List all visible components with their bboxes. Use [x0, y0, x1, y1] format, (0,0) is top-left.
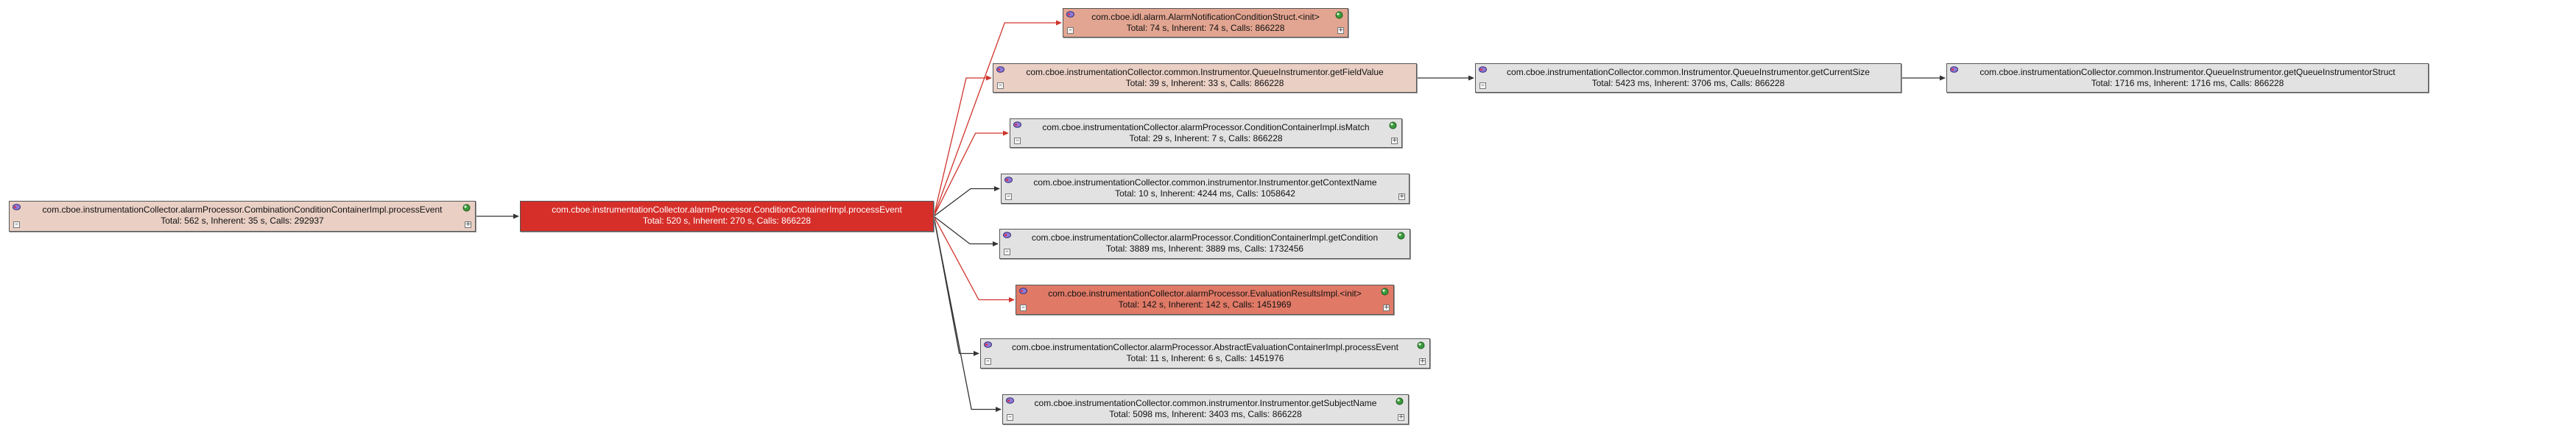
- call-node-combination-process-event[interactable]: com.cboe.instrumentationCollector.alarmP…: [9, 201, 476, 232]
- collapse-icon[interactable]: –: [1020, 305, 1027, 311]
- call-node-get-queue-instrumentor-struct[interactable]: com.cboe.instrumentationCollector.common…: [1946, 63, 2429, 93]
- call-node-get-current-size[interactable]: com.cboe.instrumentationCollector.common…: [1475, 63, 1901, 93]
- call-node-is-match[interactable]: com.cboe.instrumentationCollector.alarmP…: [1010, 118, 1402, 148]
- method-icon: [1013, 121, 1021, 128]
- method-icon: [984, 341, 992, 348]
- node-method-name: com.cboe.instrumentationCollector.alarmP…: [1048, 288, 1362, 299]
- node-method-name: com.cboe.idl.alarm.AlarmNotificationCond…: [1091, 12, 1320, 22]
- node-method-name: com.cboe.instrumentationCollector.common…: [1026, 67, 1384, 77]
- arrowhead: [1009, 297, 1015, 302]
- call-edge-n4-n5: [1901, 75, 1946, 81]
- call-node-abstract-evaluation-process-event[interactable]: com.cboe.instrumentationCollector.alarmP…: [980, 338, 1430, 369]
- method-icon: [1019, 288, 1027, 294]
- node-stats: Total: 562 s, Inherent: 35 s, Calls: 292…: [161, 216, 324, 226]
- collapse-icon[interactable]: –: [1014, 138, 1021, 144]
- node-stats: Total: 29 s, Inherent: 7 s, Calls: 86622…: [1129, 133, 1283, 143]
- node-method-name: com.cboe.instrumentationCollector.common…: [1034, 398, 1377, 408]
- expand-icon[interactable]: [1389, 121, 1397, 129]
- call-node-alarm-notification-init[interactable]: com.cboe.idl.alarm.AlarmNotificationCond…: [1063, 8, 1348, 38]
- call-node-condition-container-process-event[interactable]: com.cboe.instrumentationCollector.alarmP…: [520, 201, 934, 232]
- node-stats: Total: 3889 ms, Inherent: 3889 ms, Calls…: [1105, 243, 1304, 254]
- collapse-icon[interactable]: –: [1479, 82, 1486, 89]
- arrowhead: [996, 407, 1002, 412]
- call-node-get-condition[interactable]: com.cboe.instrumentationCollector.alarmP…: [999, 229, 1410, 259]
- collapse-icon[interactable]: –: [13, 221, 20, 228]
- expand-icon[interactable]: [1381, 288, 1389, 296]
- node-stats: Total: 11 s, Inherent: 6 s, Calls: 14519…: [1126, 353, 1284, 363]
- expand-icon[interactable]: [1417, 341, 1425, 349]
- node-method-name: com.cboe.instrumentationCollector.alarmP…: [1012, 342, 1398, 352]
- call-edge-n1-n2: [933, 20, 1062, 217]
- method-icon: [1004, 177, 1013, 183]
- call-node-get-context-name[interactable]: com.cboe.instrumentationCollector.common…: [1001, 174, 1410, 204]
- node-method-name: com.cboe.instrumentationCollector.alarmP…: [1031, 232, 1379, 243]
- node-stats: Total: 5098 ms, Inherent: 3403 ms, Calls…: [1109, 409, 1302, 419]
- arrowhead: [986, 75, 992, 81]
- method-icon: [13, 204, 21, 210]
- method-icon: [1066, 11, 1074, 18]
- call-edge-n3-n4: [1417, 75, 1474, 81]
- node-method-name: com.cboe.instrumentationCollector.alarmP…: [42, 204, 443, 215]
- node-stats: Total: 1716 ms, Inherent: 1716 ms, Calls…: [2091, 78, 2284, 88]
- arrowhead: [1056, 20, 1062, 26]
- node-stats: Total: 520 s, Inherent: 270 s, Calls: 86…: [642, 216, 812, 226]
- call-edge-n1-n9: [933, 216, 1015, 302]
- collapse-icon[interactable]: –: [1067, 27, 1074, 34]
- expand-icon[interactable]: +: [1398, 413, 1404, 421]
- node-stats: Total: 5423 ms, Inherent: 3706 ms, Calls…: [1591, 78, 1785, 88]
- node-method-name: com.cboe.instrumentationCollector.common…: [1979, 67, 2396, 77]
- expand-icon[interactable]: [462, 204, 471, 212]
- call-edge-n1-n11: [933, 216, 1002, 412]
- call-edge-n1-n6: [933, 130, 1009, 217]
- arrowhead: [994, 186, 1000, 191]
- node-stats: Total: 10 s, Inherent: 4244 ms, Calls: 1…: [1115, 188, 1295, 199]
- collapse-icon[interactable]: –: [1005, 193, 1012, 200]
- method-icon: [1003, 232, 1011, 238]
- method-icon: [1479, 66, 1487, 73]
- arrowhead: [1468, 75, 1474, 81]
- expand-icon[interactable]: +: [1337, 26, 1344, 34]
- call-edge-n0-n1: [476, 213, 519, 219]
- arrowhead: [974, 351, 979, 356]
- expand-icon[interactable]: [1396, 397, 1404, 405]
- arrowhead: [1940, 75, 1946, 81]
- expand-icon[interactable]: +: [1383, 304, 1390, 311]
- expand-icon[interactable]: +: [1391, 137, 1398, 144]
- arrowhead: [513, 213, 519, 219]
- call-node-evaluation-results-init[interactable]: com.cboe.instrumentationCollector.alarmP…: [1016, 285, 1394, 315]
- method-icon: [996, 66, 1004, 73]
- node-method-name: com.cboe.instrumentationCollector.common…: [1507, 67, 1870, 77]
- call-edge-n1-n3: [933, 75, 992, 217]
- expand-icon[interactable]: +: [1398, 193, 1405, 200]
- method-icon: [1006, 397, 1014, 404]
- call-edge-n1-n8: [933, 216, 999, 246]
- node-method-name: com.cboe.instrumentationCollector.common…: [1033, 177, 1377, 188]
- collapse-icon[interactable]: –: [997, 82, 1004, 89]
- node-method-name: com.cboe.instrumentationCollector.alarmP…: [1042, 122, 1370, 132]
- node-stats: Total: 74 s, Inherent: 74 s, Calls: 8662…: [1126, 23, 1285, 33]
- arrowhead: [1003, 130, 1009, 136]
- node-stats: Total: 142 s, Inherent: 142 s, Calls: 14…: [1118, 299, 1292, 310]
- call-edge-n1-n7: [933, 186, 1000, 217]
- expand-icon[interactable]: +: [1419, 357, 1426, 365]
- method-icon: [1950, 66, 1958, 73]
- expand-icon[interactable]: [1397, 232, 1405, 240]
- collapse-icon[interactable]: –: [1007, 414, 1013, 421]
- collapse-icon[interactable]: –: [985, 358, 991, 365]
- expand-icon[interactable]: [1335, 11, 1343, 19]
- node-method-name: com.cboe.instrumentationCollector.alarmP…: [552, 204, 902, 215]
- node-stats: Total: 39 s, Inherent: 33 s, Calls: 8662…: [1125, 78, 1284, 88]
- call-node-get-subject-name[interactable]: com.cboe.instrumentationCollector.common…: [1002, 394, 1409, 424]
- expand-icon[interactable]: +: [465, 221, 471, 228]
- call-node-get-field-value[interactable]: com.cboe.instrumentationCollector.common…: [993, 63, 1417, 93]
- arrowhead: [993, 241, 999, 246]
- collapse-icon[interactable]: –: [1004, 249, 1010, 255]
